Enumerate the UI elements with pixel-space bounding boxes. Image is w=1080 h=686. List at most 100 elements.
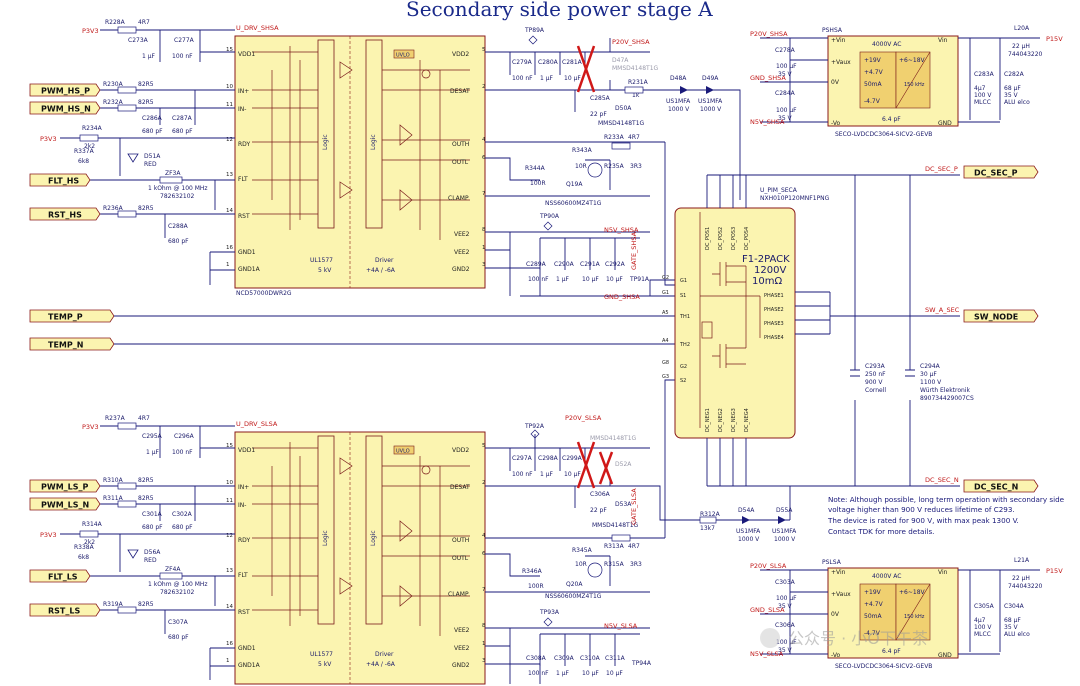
hs-pin-desat: DESAT (450, 88, 470, 95)
svg-text:35 V: 35 V (1004, 92, 1019, 99)
svg-text:11: 11 (226, 498, 233, 504)
ls-d52a: D52A (615, 461, 632, 468)
svg-text:PWM_LS_N: PWM_LS_N (41, 501, 89, 510)
svg-text:5: 5 (482, 47, 486, 53)
ls-r345a: R345A (572, 547, 593, 554)
hs-d48a: D48A (670, 75, 687, 82)
svg-text:+4.7V: +4.7V (864, 69, 884, 76)
ls-net-n5v: N5V_SLSA (604, 622, 638, 630)
svg-text:22 µH: 22 µH (1012, 43, 1030, 50)
ls-ports: PWM_LS_P PWM_LS_N FLT_LS RST_LS (29, 479, 101, 617)
hs-pin-vdd1: VDD1 (238, 51, 255, 58)
dcdc-bottom-ref: PSLSA (822, 559, 842, 566)
svg-text:6: 6 (482, 155, 486, 161)
svg-text:+Vin: +Vin (831, 569, 846, 576)
ls-r310a: R310A (103, 477, 124, 484)
hs-r235a: R235A (604, 163, 625, 170)
hs-pin-in-minus: IN- (238, 106, 246, 113)
svg-text:ALU elco: ALU elco (1004, 99, 1030, 106)
svg-text:GND: GND (938, 120, 952, 127)
svg-text:-Vo: -Vo (831, 652, 840, 659)
hs-r234a: R234A (82, 125, 103, 132)
hs-d47a: D47A (612, 57, 629, 64)
module-voltage: 1200V (754, 265, 786, 276)
svg-text:10 µF: 10 µF (564, 471, 581, 478)
svg-text:82R5: 82R5 (138, 81, 154, 88)
hs-c279a: C279A (512, 59, 533, 66)
hs-net-p3v3: P3V3 (82, 27, 99, 35)
svg-text:3R3: 3R3 (630, 561, 642, 568)
dcdc-bottom: PSLSA 4000V AC +19V +4.7V 50mA -4.7V +6~… (750, 557, 1063, 670)
svg-text:82R5: 82R5 (138, 99, 154, 106)
svg-text:+Vin: +Vin (831, 37, 846, 44)
svg-text:4R7: 4R7 (628, 134, 640, 141)
svg-text:100 µF: 100 µF (776, 639, 797, 646)
net-sw-a-sec: SW_A_SEC (925, 306, 960, 314)
svg-text:G3: G3 (662, 374, 669, 380)
svg-text:100 V: 100 V (974, 92, 992, 99)
svg-text:782632102: 782632102 (160, 193, 195, 200)
note-line-1: Note: Although possible, long term opera… (828, 495, 1065, 504)
svg-text:1: 1 (226, 262, 230, 268)
hs-r344a: R344A (525, 165, 546, 172)
svg-text:TH2: TH2 (679, 342, 690, 348)
hs-r228a: R228A (105, 19, 126, 26)
svg-text:1100 V: 1100 V (920, 379, 942, 386)
svg-text:68 µF: 68 µF (1004, 617, 1021, 624)
dcdc-top: PSHSA 4000V AC +19V +4.7V 50mA -4.7V +6~… (750, 25, 1063, 138)
svg-text:4µ7: 4µ7 (974, 85, 986, 92)
hs-r232a: R232A (103, 99, 124, 106)
c283a: C283A (974, 71, 995, 78)
svg-text:100R: 100R (528, 583, 544, 590)
l20a: L20A (1014, 25, 1030, 32)
svg-text:10 µF: 10 µF (606, 276, 623, 283)
ls-tp92a: TP92A (524, 423, 545, 430)
ls-isolation: 5 kV (318, 661, 332, 668)
ls-logic-label-2: Logic (370, 530, 377, 546)
port-flt-hs (29, 173, 91, 187)
svg-text:-Vo: -Vo (831, 120, 840, 127)
svg-text:1 µF: 1 µF (556, 276, 570, 283)
hs-zf3a: ZF3A (165, 170, 181, 177)
hs-net-p20v: P20V_SHSA (612, 38, 650, 46)
svg-text:22 µH: 22 µH (1012, 575, 1030, 582)
svg-text:3: 3 (482, 658, 486, 664)
hs-r343a: R343A (572, 147, 593, 154)
svg-text:GND_SLSA: GND_SLSA (750, 606, 785, 614)
svg-text:3: 3 (482, 262, 486, 268)
svg-text:G2: G2 (662, 275, 669, 281)
ls-driver-chip (234, 431, 486, 685)
module-rdson: 10mΩ (752, 276, 782, 287)
svg-text:1 kOhm @ 100 MHz: 1 kOhm @ 100 MHz (148, 185, 208, 192)
ls-pin-outl: OUTL (452, 555, 469, 562)
svg-text:ALU elco: ALU elco (1004, 631, 1030, 638)
svg-text:PHASE2: PHASE2 (764, 307, 784, 313)
ls-net-p20v: P20V_SLSA (565, 414, 602, 422)
note-line-2: voltage higher than 900 V reduces lifeti… (828, 505, 1015, 514)
svg-text:A4: A4 (662, 338, 669, 344)
hs-c285a: C285A (590, 95, 611, 102)
svg-text:1 µF: 1 µF (540, 471, 554, 478)
svg-text:DC_NEG1: DC_NEG1 (705, 408, 711, 432)
c278a: C278A (775, 47, 796, 54)
svg-text:680 pF: 680 pF (172, 128, 193, 135)
svg-text:DC_NEG4: DC_NEG4 (744, 408, 750, 432)
module-body (674, 207, 796, 439)
svg-text:744043220: 744043220 (1008, 51, 1043, 58)
ls-r311a: R311A (103, 495, 124, 502)
svg-text:10: 10 (226, 84, 233, 90)
svg-text:100 V: 100 V (974, 624, 992, 631)
ls-r314a: R314A (82, 521, 103, 528)
svg-text:1000 V: 1000 V (774, 536, 796, 543)
net-dc-sec-n: DC_SEC_N (925, 476, 959, 484)
hs-c288a: C288A (168, 223, 189, 230)
svg-text:16: 16 (226, 641, 233, 647)
svg-text:4R7: 4R7 (628, 543, 640, 550)
svg-text:680 pF: 680 pF (168, 238, 189, 245)
hs-drive-current: +4A / -6A (366, 267, 396, 274)
ls-pin-in-minus: IN- (238, 502, 246, 509)
hs-tp91a: TP91A (629, 276, 650, 283)
dcdc-bottom-rating: 4000V AC (872, 573, 901, 580)
ls-q20a: Q20A (566, 581, 583, 588)
hs-part-number: NCD57000DWR2G (236, 290, 292, 297)
